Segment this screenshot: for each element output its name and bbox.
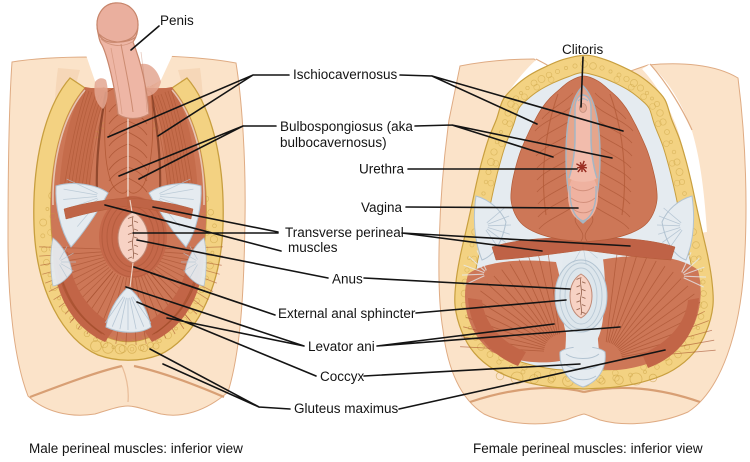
svg-text:Urethra: Urethra [359, 162, 405, 177]
svg-text:muscles: muscles [288, 240, 338, 255]
svg-text:Male perineal muscles: inferio: Male perineal muscles: inferior view [29, 441, 243, 456]
svg-text:External anal sphincter: External anal sphincter [278, 306, 416, 321]
svg-text:Vagina: Vagina [361, 200, 403, 215]
svg-text:Female perineal muscles: infer: Female perineal muscles: inferior view [473, 441, 703, 456]
svg-text:Anus: Anus [332, 272, 363, 287]
svg-text:Levator ani: Levator ani [308, 339, 375, 354]
svg-text:Ischiocavernosus: Ischiocavernosus [293, 67, 398, 82]
svg-text:Clitoris: Clitoris [562, 42, 604, 57]
svg-text:bulbocavernosus): bulbocavernosus) [280, 135, 387, 150]
svg-text:Bulbospongiosus (aka: Bulbospongiosus (aka [280, 119, 413, 134]
svg-text:Coccyx: Coccyx [320, 369, 365, 384]
svg-text:Gluteus maximus: Gluteus maximus [294, 401, 399, 416]
svg-text:Penis: Penis [160, 13, 194, 28]
svg-text:Transverse perineal: Transverse perineal [285, 225, 404, 240]
